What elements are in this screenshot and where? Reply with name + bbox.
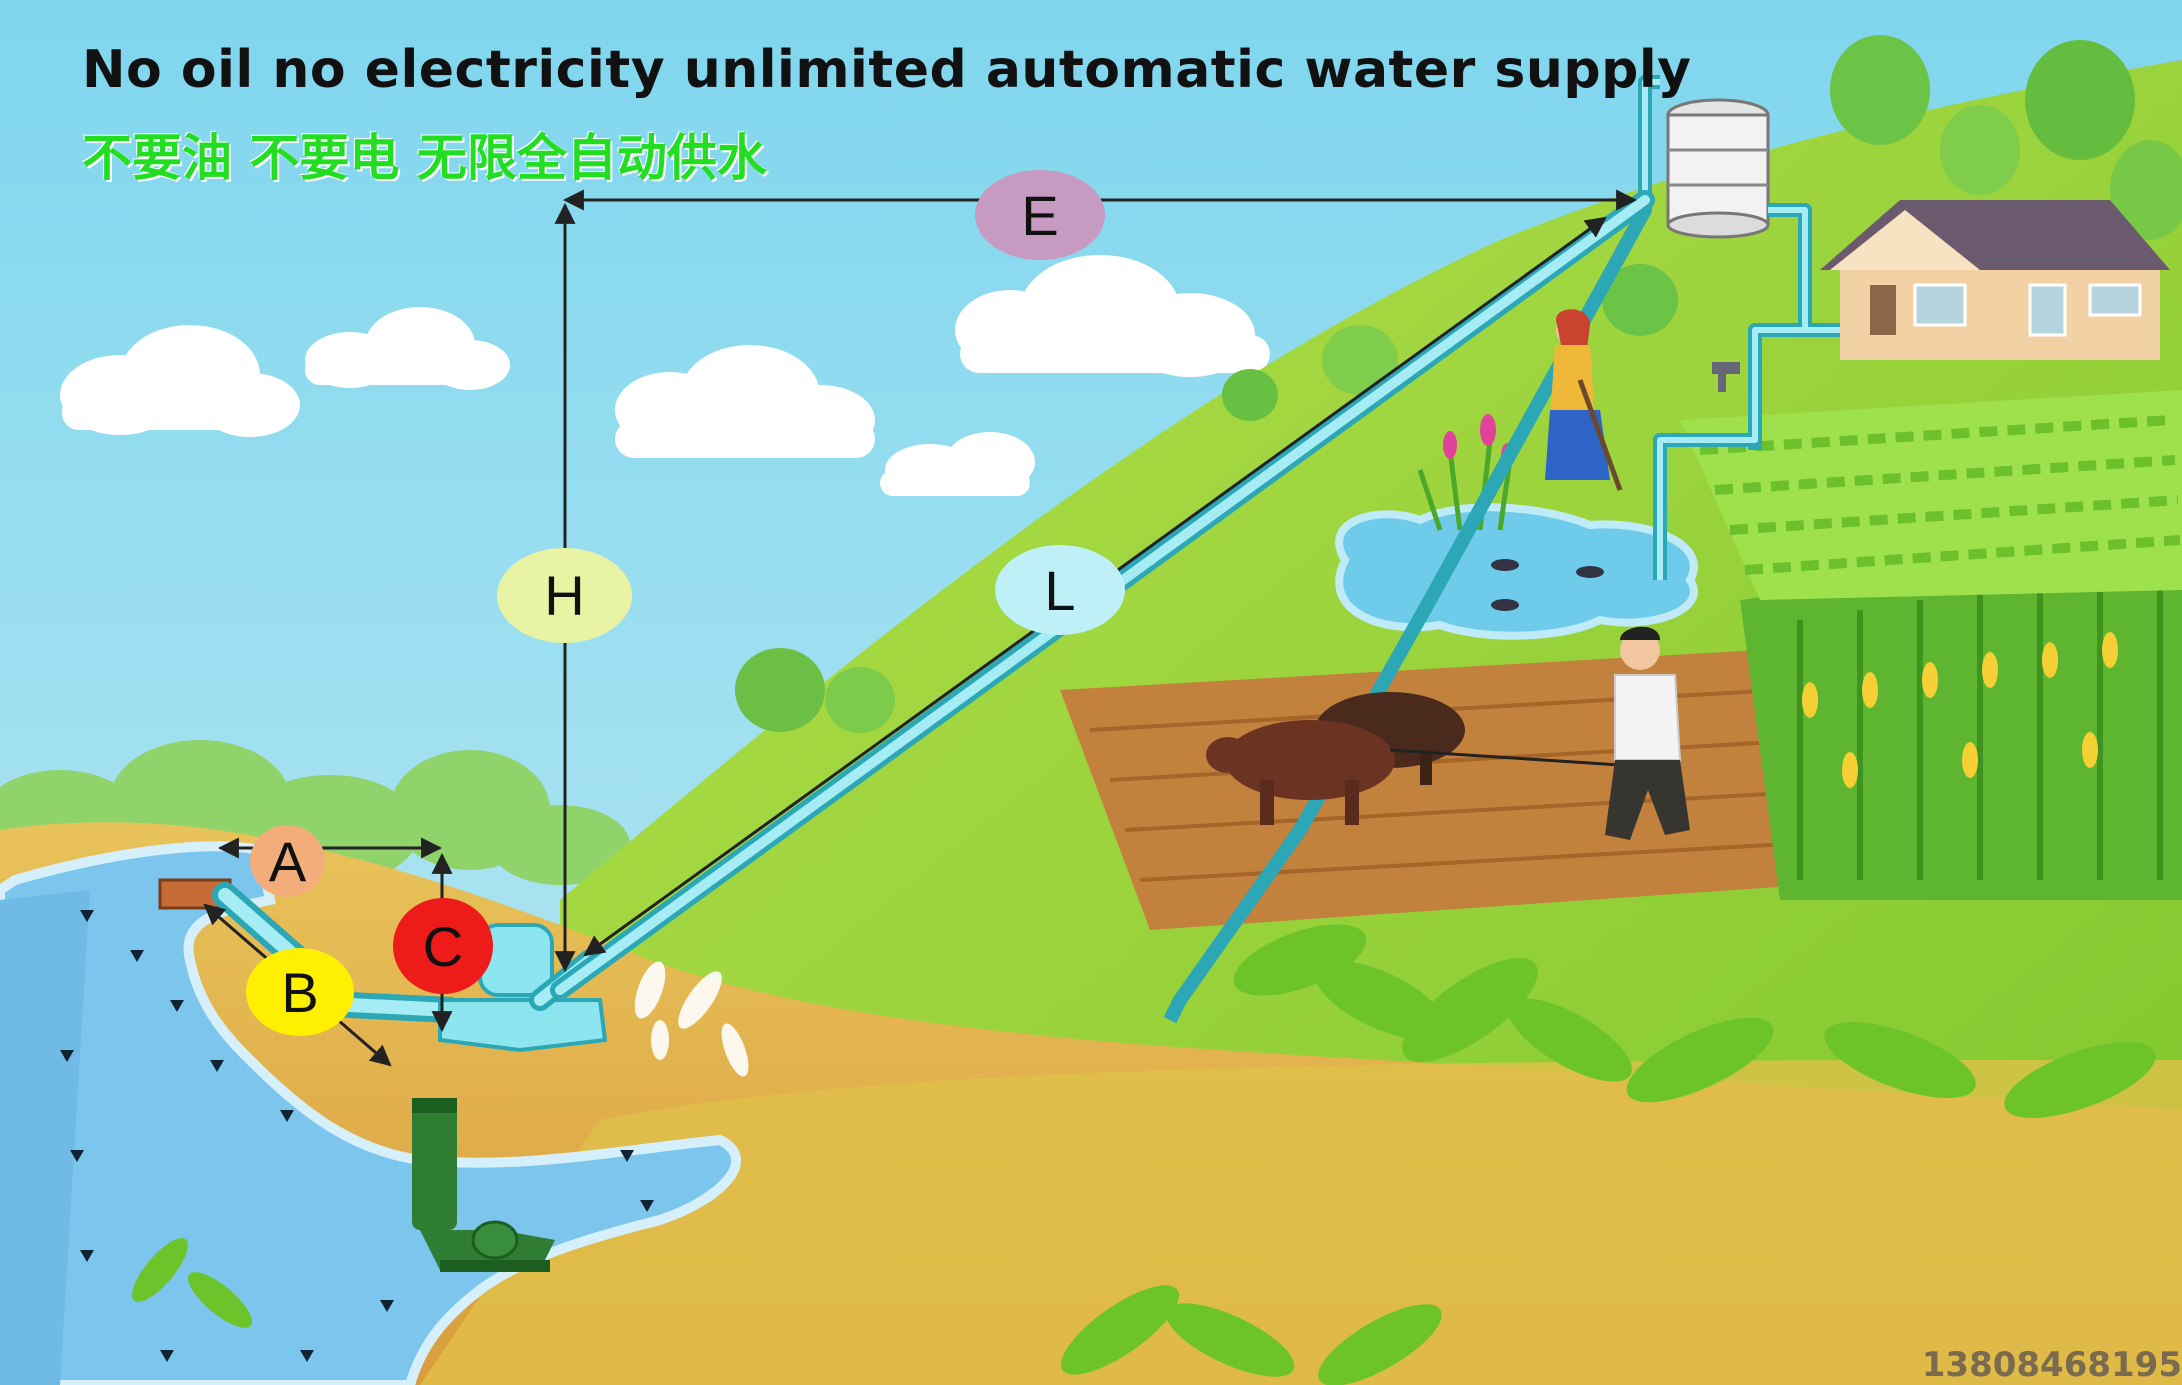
water-tank xyxy=(1666,98,1770,239)
farm-house xyxy=(1820,200,2170,360)
cloud xyxy=(305,307,510,390)
distribution-pipes-inner xyxy=(1642,79,1840,580)
phone-number: 13808468195 xyxy=(1921,1345,2182,1385)
cornfield xyxy=(1740,540,2182,900)
label-e: E xyxy=(975,170,1105,260)
title-english: No oil no electricity unlimited automati… xyxy=(82,40,1692,100)
foreground-plants xyxy=(132,924,2156,1385)
faucet xyxy=(1712,362,1740,392)
ram-pump xyxy=(438,923,608,1053)
label-h: H xyxy=(497,548,632,643)
river-flow-arrows xyxy=(60,910,654,1362)
label-l: L xyxy=(995,545,1125,635)
farmer-figure xyxy=(1605,626,1690,840)
title-chinese: 不要油 不要电 无限全自动供水 xyxy=(82,129,767,187)
vegetable-terraces xyxy=(1680,390,2182,600)
label-b: B xyxy=(246,948,354,1036)
river-left-bank xyxy=(0,890,90,1385)
label-a: A xyxy=(250,825,325,897)
water-splash xyxy=(634,961,749,1077)
fish-pond xyxy=(1335,503,1698,640)
pump-machine xyxy=(412,1098,555,1272)
front-field xyxy=(420,1060,2182,1385)
label-c: C xyxy=(393,898,493,994)
cloud xyxy=(60,325,300,437)
